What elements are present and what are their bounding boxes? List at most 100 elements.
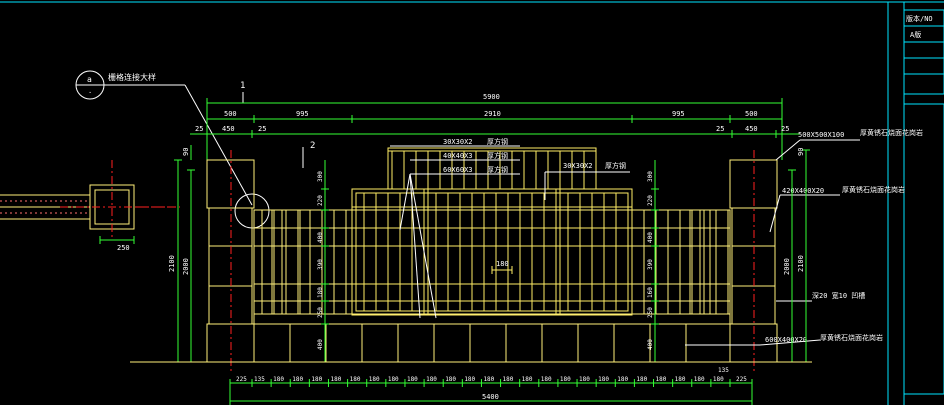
bottom-dim-series: 135 180 180 180 180 180 180 180 180 180 180 180 180 1… — [254, 376, 724, 383]
inner-dim-left-4: 180 — [317, 287, 324, 298]
label-tube-30x30: 30X30X2 — [443, 138, 473, 146]
label-stone-cladding: 420X400X20 — [782, 187, 824, 195]
bottom-dim-label: 180 — [330, 376, 341, 383]
base-divisions — [289, 324, 687, 362]
dim-450-left: 450 — [222, 125, 235, 133]
inner-dim-right-2: 400 — [647, 232, 654, 243]
label-base-stone-name: 厚黄锈石烧面花岗岩 — [820, 333, 883, 342]
inner-dim-left-0: 300 — [317, 171, 324, 182]
top-dimensions — [190, 98, 800, 160]
label-groove: 深20 宽10 凹槽 — [812, 291, 865, 300]
bottom-dim-label: 180 — [426, 376, 437, 383]
dim-500-left: 500 — [224, 110, 237, 118]
plan-view-fragment: 250 — [0, 160, 170, 252]
inner-dim-right-4: 160 — [647, 287, 654, 298]
bottom-dim-ticks — [251, 379, 731, 387]
bottom-dim-label: 180 — [713, 376, 724, 383]
label-base-stone: 600X400X20 — [765, 336, 807, 344]
fence-side-bars — [261, 210, 729, 314]
bottom-dim-total: 5400 — [482, 393, 499, 401]
bottom-dim-label: 180 — [388, 376, 399, 383]
bottom-dimensions — [229, 379, 753, 405]
title-block: 版本/NO A版 — [903, 9, 944, 395]
dim-left-2100: 2100 — [168, 255, 176, 272]
label-stone-cladding-name: 厚黄锈石烧面花岗岩 — [842, 185, 905, 194]
bottom-dim-label: 180 — [560, 376, 571, 383]
label-tube-30x30-right: 30X30X2 — [563, 162, 593, 170]
section-marker-2: 2 — [310, 141, 315, 151]
gate-bars — [363, 151, 617, 315]
title-block-version: A版 — [910, 30, 921, 39]
bottom-dim-135: 135 — [718, 367, 729, 374]
label-stone-cap: 500X500X100 — [798, 131, 844, 139]
label-tube-30x30-name: 厚方钢 — [487, 137, 508, 146]
inner-dim-right-0: 300 — [647, 171, 654, 182]
gate-mark-180: 180 — [496, 260, 509, 268]
label-tube-30x30-right-name: 厚方钢 — [605, 161, 626, 170]
bottom-dim-label: 180 — [369, 376, 380, 383]
bottom-dim-label: 180 — [445, 376, 456, 383]
label-tube-60x60: 60X60X3 — [443, 166, 473, 174]
detail-callout-dot: · — [88, 89, 92, 97]
bottom-dim-label: 180 — [292, 376, 303, 383]
label-tube-60x60-name: 厚方钢 — [487, 165, 508, 174]
dim-500-right: 500 — [745, 110, 758, 118]
bottom-dim-label: 180 — [541, 376, 552, 383]
bottom-dim-label: 180 — [598, 376, 609, 383]
dim-2910: 2910 — [484, 110, 501, 118]
inner-dim-right-6: 400 — [647, 339, 654, 350]
dim-995-left: 995 — [296, 110, 309, 118]
detail-callout: a · 栅格连接大样 — [75, 70, 270, 229]
bottom-dim-label: 180 — [522, 376, 533, 383]
inner-dim-right-1: 220 — [647, 195, 654, 206]
bottom-dim-label: 180 — [656, 376, 667, 383]
inner-dim-left-1: 220 — [317, 195, 324, 206]
detail-callout-letter: a — [87, 75, 92, 84]
inner-dim-right-5: 250 — [647, 307, 654, 318]
label-stone-cap-name: 厚黄锈石烧面花岗岩 — [860, 128, 923, 137]
detail-callout-label: 栅格连接大样 — [108, 72, 156, 82]
bottom-dim-label: 180 — [483, 376, 494, 383]
bottom-dim-label: 180 — [464, 376, 475, 383]
section-markers: 1 2 — [240, 81, 315, 168]
dim-left-2000: 2000 — [182, 258, 190, 275]
bottom-dim-label: 180 — [617, 376, 628, 383]
bottom-dim-end: 225 — [736, 376, 747, 383]
pillar-centerlines — [136, 150, 755, 372]
bottom-dim-label: 180 — [350, 376, 361, 383]
material-leaders — [390, 139, 860, 346]
bottom-dim-label: 180 — [675, 376, 686, 383]
inner-dim-left-2: 400 — [317, 232, 324, 243]
dim-right-90: 90 — [797, 148, 805, 156]
dim-25-b: 25 — [258, 125, 266, 133]
inner-dim-right-3: 390 — [647, 259, 654, 270]
dim-25-d: 25 — [781, 125, 789, 133]
bottom-dim-label: 180 — [407, 376, 418, 383]
main-gate — [351, 147, 633, 316]
inner-dim-left-5: 250 — [317, 307, 324, 318]
bottom-dim-label: 180 — [579, 376, 590, 383]
bottom-dim-label: 180 — [636, 376, 647, 383]
dim-right-2100: 2100 — [797, 255, 805, 272]
dim-right-2000: 2000 — [783, 258, 791, 275]
dim-25-a: 25 — [195, 125, 203, 133]
dim-450-right: 450 — [745, 125, 758, 133]
title-block-sheet-no: 版本/NO — [906, 14, 933, 23]
bottom-dim-label: 180 — [694, 376, 705, 383]
dim-overall-5900: 5900 — [483, 93, 500, 101]
label-tube-40x40-name: 厚方钢 — [487, 151, 508, 160]
bottom-dim-label: 135 — [254, 376, 265, 383]
dim-25-c: 25 — [716, 125, 724, 133]
dim-left-90: 90 — [182, 148, 190, 156]
plan-dim-250: 250 — [117, 244, 130, 252]
label-tube-40x40: 40X40X3 — [443, 152, 473, 160]
inner-dim-left-3: 390 — [317, 259, 324, 270]
section-marker-1: 1 — [240, 81, 245, 91]
dim-995-right: 995 — [672, 110, 685, 118]
inner-dim-left-6: 400 — [317, 339, 324, 350]
bottom-dim-label: 180 — [311, 376, 322, 383]
bottom-dim-label: 180 — [273, 376, 284, 383]
bottom-dim-start: 225 — [236, 376, 247, 383]
bottom-dim-label: 180 — [503, 376, 514, 383]
